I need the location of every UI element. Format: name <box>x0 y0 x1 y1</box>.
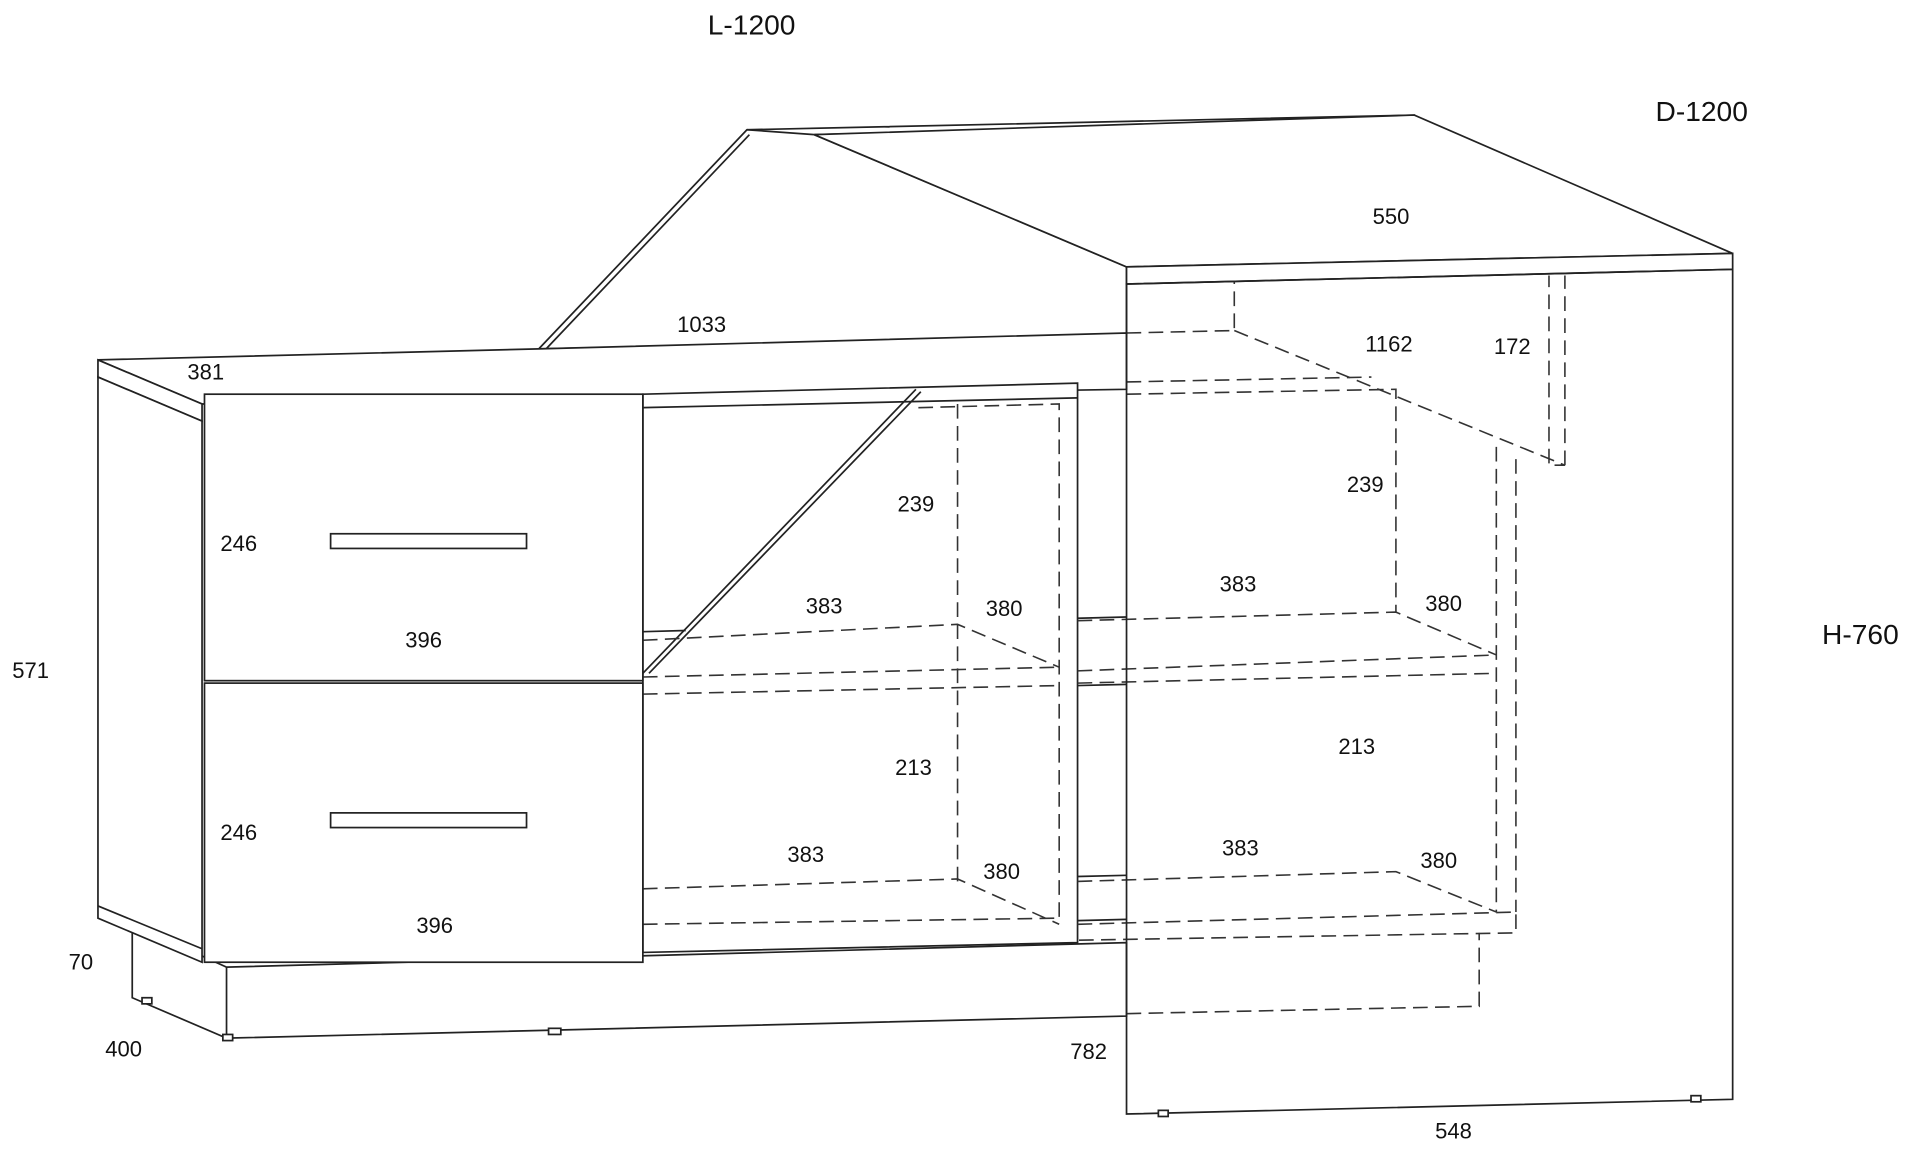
depth-label: D-1200 <box>1656 96 1748 127</box>
drawer-top[interactable] <box>203 393 644 682</box>
hidden-lines <box>642 275 1566 1015</box>
dim-label: 246 <box>220 820 257 845</box>
dim-label: 396 <box>416 913 453 938</box>
dim-label: 172 <box>1494 334 1531 359</box>
dim-label: 246 <box>220 531 257 556</box>
drawer-handle-icon <box>329 532 528 550</box>
dim-label: 381 <box>187 360 224 385</box>
dim-label: 396 <box>405 628 442 653</box>
dim-label: 571 <box>12 658 49 683</box>
dim-label: 380 <box>986 596 1023 621</box>
dim-label: 213 <box>1338 734 1375 759</box>
height-label: H-760 <box>1822 619 1899 650</box>
dim-label: 383 <box>1220 571 1257 596</box>
dim-label: 383 <box>806 593 843 618</box>
cabinet-side-panel <box>97 375 203 964</box>
dim-label: 380 <box>1425 591 1462 616</box>
dim-label: 70 <box>69 950 94 975</box>
drawer-bottom[interactable] <box>203 682 644 964</box>
dim-label: 239 <box>1347 472 1384 497</box>
dim-label: 380 <box>1420 848 1457 873</box>
desk-leg-panel <box>1125 268 1734 1118</box>
dim-label: 1033 <box>677 312 726 337</box>
drawer-handle-icon <box>329 812 528 829</box>
dim-label: 782 <box>1070 1039 1107 1064</box>
dim-label: 213 <box>895 755 932 780</box>
desk-top <box>813 114 1734 285</box>
dim-label: 239 <box>898 492 935 517</box>
dim-label: 400 <box>105 1036 142 1061</box>
length-label: L-1200 <box>708 9 796 40</box>
dim-label: 380 <box>983 859 1020 884</box>
dim-label: 1162 <box>1365 331 1412 356</box>
dim-label: 383 <box>787 842 824 867</box>
dim-label: 548 <box>1435 1119 1472 1144</box>
dim-label: 550 <box>1373 204 1410 229</box>
dim-label: 383 <box>1222 836 1259 861</box>
